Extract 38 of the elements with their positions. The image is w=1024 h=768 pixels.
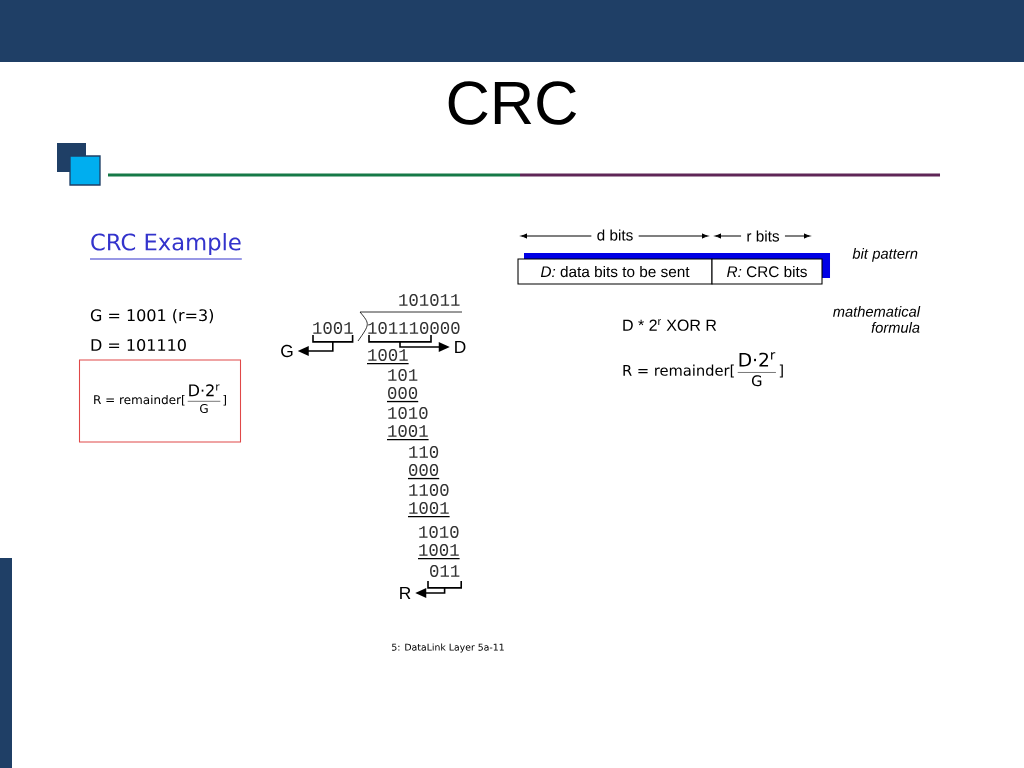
division-row: 1001 — [388, 425, 428, 437]
formula-text: D * 2$^{r}$ XOR R — [623, 319, 717, 331]
quotient-digits: 101011 — [399, 294, 460, 306]
symbol-label: R — [400, 587, 411, 599]
label: ] — [779, 364, 783, 378]
remainder-digits: 011 — [430, 565, 460, 577]
dimension-label: r bits — [741, 227, 785, 245]
slide-title: CRC — [448, 81, 577, 125]
division-row: 1001 — [409, 502, 449, 514]
formula-box: R = remainder[ D·2$^{r}$ G ] — [78, 359, 242, 443]
label: D·2$^{r}$ — [739, 352, 776, 367]
division-row: 1010 — [419, 526, 459, 538]
label: G — [751, 375, 762, 387]
equation-text: G = 1001 (r=3) — [90, 308, 214, 324]
section-heading: CRC Example — [91, 233, 241, 255]
dividend-digits: 101110000 — [368, 322, 460, 334]
divisor-digits: 1001 — [313, 322, 353, 334]
division-row: 110 — [409, 446, 439, 458]
division-row: 1100 — [409, 484, 449, 496]
arrow — [415, 587, 446, 598]
field-box: D: data bits to be sent — [517, 258, 713, 285]
division-row: 1010 — [388, 407, 428, 419]
arrow — [399, 341, 450, 352]
division-row: 1001 — [419, 544, 459, 556]
label: R = remainder[ — [623, 364, 734, 378]
arrow — [297, 341, 334, 356]
formula-text: R = remainder[ D·2$^{r}$ G ] — [623, 352, 783, 387]
side-note: mathematical formula — [833, 306, 921, 333]
dimension-label: d bits — [591, 226, 639, 244]
field-box: R: CRC bits — [711, 258, 823, 285]
division-row: 1001 — [368, 349, 408, 361]
footer-text: 5: DataLink Layer 5a-11 — [392, 643, 504, 653]
symbol-label: D — [455, 341, 466, 353]
division-row: 000 — [388, 387, 418, 399]
division-row: 101 — [388, 369, 418, 381]
side-note: bit pattern — [852, 248, 918, 262]
symbol-label: G — [281, 344, 293, 358]
division-row: 000 — [409, 464, 439, 476]
